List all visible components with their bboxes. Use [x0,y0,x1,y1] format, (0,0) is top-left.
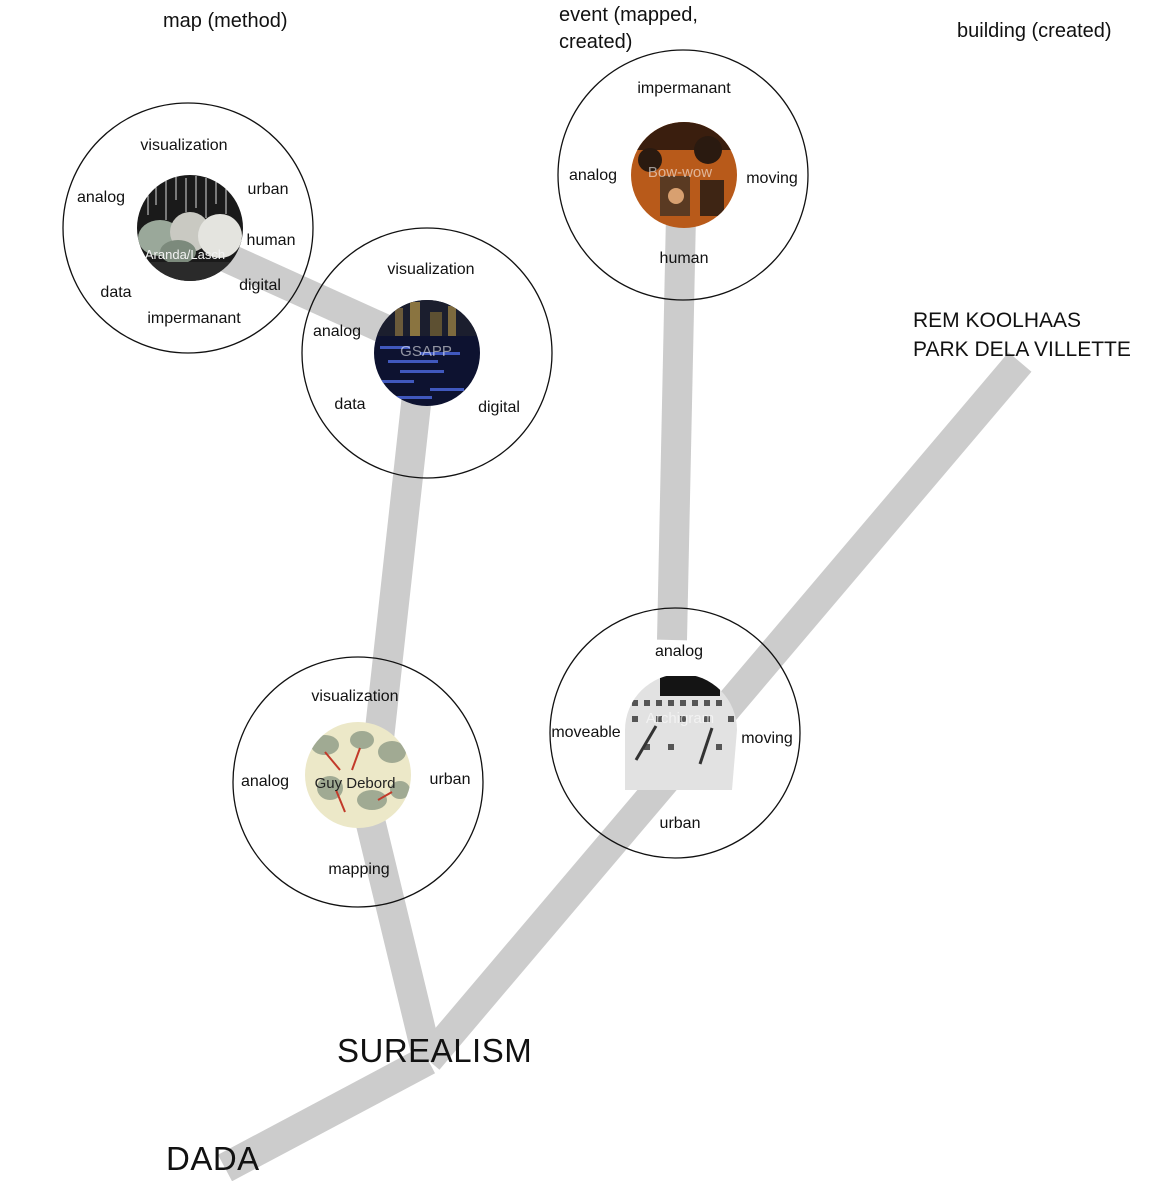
tag-archigram-moving: moving [741,730,793,747]
tag-bowwow-human: human [659,250,709,267]
thumb-label-gsapp: GSAPP [400,343,452,360]
tag-aranda-human: human [246,232,296,249]
tag-gsapp-analog: analog [312,323,362,340]
header-event-line1: event (mapped, [559,4,698,26]
tag-aranda-digital: digital [239,277,281,294]
tag-debord-visualization: visualization [311,688,399,705]
branch-dada-surealism [217,1046,436,1181]
thumb-bowwow [631,122,737,228]
thumb-gsapp [374,300,480,406]
tag-archigram-moveable: moveable [551,724,621,741]
branch-archigram-bowwow [657,214,696,641]
tag-debord-urban: urban [429,771,471,788]
node-circle-aranda [62,102,314,354]
header-building: building (created) [957,20,1112,42]
node-circle-bowwow [557,49,809,301]
tag-debord-analog: analog [240,773,290,790]
label-rem-line1: REM KOOLHAAS [913,309,1082,332]
label-dada: DADA [166,1140,260,1177]
tag-bowwow-impermanant: impermanant [637,80,731,97]
tag-aranda-urban: urban [247,181,289,198]
node-circle-archigram [549,607,801,859]
tag-gsapp-visualization: visualization [387,261,475,278]
tag-bowwow-analog: analog [568,167,618,184]
header-event-line2: created) [559,31,633,53]
tag-debord-mapping: mapping [328,861,390,878]
tag-aranda-data: data [100,284,132,301]
label-surealism: SUREALISM [337,1032,533,1069]
thumb-label-bowwow: Bow-wow [647,164,713,181]
tag-aranda-impermanant: impermanant [147,310,241,327]
thumb-label-debord: Guy Debord [314,775,396,792]
label-rem-line2: PARK DELA VILLETTE [913,338,1131,361]
node-circle-gsapp [301,227,553,479]
tag-gsapp-digital: digital [478,399,520,416]
tag-aranda-analog: analog [76,189,126,206]
thumb-debord [305,722,411,828]
tag-archigram-urban: urban [659,815,701,832]
tag-archigram-analog: analog [654,643,704,660]
tag-aranda-visualization: visualization [140,137,228,154]
header-map: map (method) [163,10,288,32]
tag-bowwow-moving: moving [746,170,798,187]
node-circle-debord [232,656,484,908]
thumb-archigram [625,676,737,790]
tag-gsapp-data: data [334,396,366,413]
thumb-label-archigram: Archigram [645,710,715,727]
branch-surealism-debord-gsapp [354,366,443,1064]
thumb-label-aranda: Aranda/Lasch [144,247,226,262]
